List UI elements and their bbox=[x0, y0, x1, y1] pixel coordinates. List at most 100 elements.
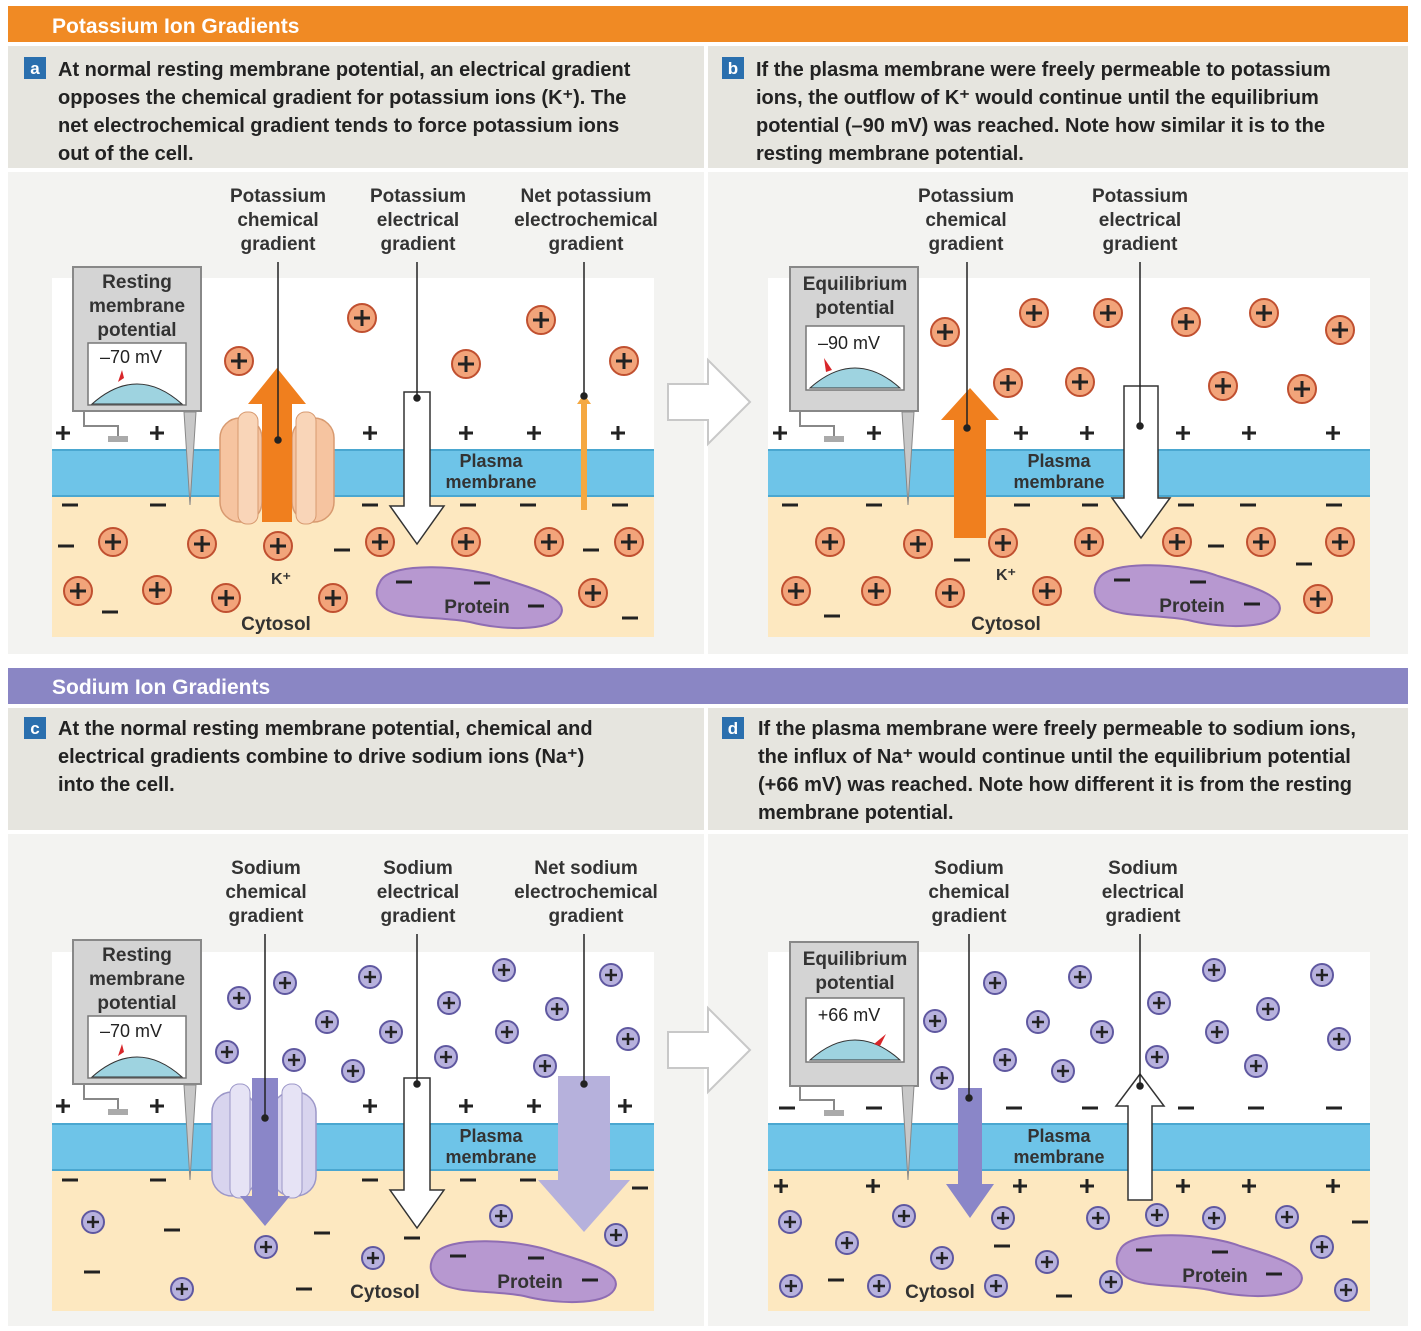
cytosol-label-b: Cytosol bbox=[971, 614, 1041, 635]
svg-text:electrochemical: electrochemical bbox=[514, 210, 658, 231]
sodium-header-title: Sodium Ion Gradients bbox=[52, 676, 270, 699]
svg-text:(+66 mV) was reached. Note how: (+66 mV) was reached. Note how different… bbox=[758, 774, 1352, 796]
svg-text:net electrochemical gradient t: net electrochemical gradient tends to fo… bbox=[58, 115, 619, 137]
potassium-chemical-gradient-arrow-a bbox=[248, 368, 306, 522]
svg-text:potential (–90 mV) was reached: potential (–90 mV) was reached. Note how… bbox=[756, 115, 1325, 137]
panel-letter-c: c bbox=[24, 717, 46, 739]
svg-text:out of the cell.: out of the cell. bbox=[58, 143, 194, 165]
svg-text:Sodium: Sodium bbox=[383, 858, 453, 879]
membrane-charges-d bbox=[774, 1106, 1368, 1298]
transition-arrow-ab bbox=[667, 357, 752, 447]
svg-text:c: c bbox=[30, 719, 39, 738]
meter-value-a: –70 mV bbox=[100, 347, 162, 367]
svg-text:Sodium: Sodium bbox=[1108, 858, 1178, 879]
membrane-label-c-2: membrane bbox=[445, 1147, 536, 1167]
svg-text:electrical: electrical bbox=[1099, 210, 1181, 231]
sodium-chemical-gradient-arrow-c bbox=[240, 1078, 290, 1226]
membrane-label-a-2: membrane bbox=[445, 472, 536, 492]
membrane-label-b: Plasma bbox=[1027, 451, 1091, 471]
svg-text:gradient: gradient bbox=[549, 234, 625, 255]
svg-text:ions, the outflow of K⁺ would: ions, the outflow of K⁺ would continue u… bbox=[756, 87, 1319, 109]
svg-text:electrical: electrical bbox=[1102, 882, 1184, 903]
arrow-labels-c: Sodium chemical gradient Sodium electric… bbox=[225, 858, 657, 927]
svg-text:a: a bbox=[30, 59, 40, 78]
panel-a-diagram: Potassium chemical gradient Potassium el… bbox=[52, 186, 658, 637]
caption-a-bg bbox=[8, 46, 704, 168]
membrane-charges-c bbox=[56, 1099, 648, 1291]
panel-letter-b: b bbox=[722, 57, 744, 79]
sodium-channel-c bbox=[211, 1083, 317, 1199]
k-ion-label-a: K⁺ bbox=[271, 571, 291, 588]
cytosol-a bbox=[52, 497, 654, 637]
membrane-label-d-2: membrane bbox=[1013, 1147, 1104, 1167]
svg-text:opposes the chemical gradient: opposes the chemical gradient for potass… bbox=[58, 87, 626, 109]
svg-text:potential: potential bbox=[815, 973, 894, 994]
caption-d-bg bbox=[708, 708, 1408, 830]
net-sodium-gradient-arrow-c bbox=[538, 1076, 630, 1232]
svg-text:Protein: Protein bbox=[1159, 596, 1224, 617]
svg-text:resting membrane potential.: resting membrane potential. bbox=[756, 143, 1024, 165]
svg-text:chemical: chemical bbox=[237, 210, 318, 231]
membrane-label-a: Plasma bbox=[459, 451, 523, 471]
sodium-ions-d bbox=[778, 958, 1358, 1302]
cytosol-label-c: Cytosol bbox=[350, 1282, 420, 1303]
membrane-charges-b bbox=[773, 426, 1342, 618]
svg-text:membrane: membrane bbox=[89, 969, 185, 990]
svg-text:Potassium: Potassium bbox=[918, 186, 1014, 207]
svg-text:gradient: gradient bbox=[229, 906, 305, 927]
svg-text:membrane: membrane bbox=[89, 296, 185, 317]
caption-b-bg bbox=[708, 46, 1408, 168]
sodium-header-bar bbox=[8, 668, 1408, 704]
caption-d-text: If the plasma membrane were freely perme… bbox=[758, 718, 1356, 824]
svg-text:electrical: electrical bbox=[377, 882, 459, 903]
plasma-membrane-c bbox=[52, 1124, 654, 1170]
svg-text:potential: potential bbox=[97, 320, 176, 341]
svg-text:Sodium: Sodium bbox=[231, 858, 301, 879]
cytosol-label-d: Cytosol bbox=[905, 1282, 975, 1303]
arrow-labels-b: Potassium chemical gradient Potassium el… bbox=[918, 186, 1188, 255]
svg-text:Potassium: Potassium bbox=[370, 186, 466, 207]
svg-text:If the plasma membrane were fr: If the plasma membrane were freely perme… bbox=[758, 718, 1356, 740]
arrow-labels-a: Potassium chemical gradient Potassium el… bbox=[230, 186, 658, 255]
protein-b: Protein bbox=[1093, 564, 1281, 627]
svg-text:Protein: Protein bbox=[1182, 1266, 1247, 1287]
svg-text:gradient: gradient bbox=[381, 906, 457, 927]
svg-text:Resting: Resting bbox=[102, 945, 172, 966]
svg-text:Equilibrium: Equilibrium bbox=[803, 949, 908, 970]
svg-text:b: b bbox=[728, 59, 738, 78]
potassium-channel-a bbox=[219, 411, 335, 525]
transition-arrow-cd bbox=[667, 1005, 752, 1095]
svg-text:At the normal resting membrane: At the normal resting membrane potential… bbox=[58, 718, 593, 740]
svg-text:gradient: gradient bbox=[929, 234, 1005, 255]
svg-text:electrical: electrical bbox=[377, 210, 459, 231]
panel-letter-a: a bbox=[24, 57, 46, 79]
svg-text:Net potassium: Net potassium bbox=[521, 186, 652, 207]
resting-potential-meter-a: Resting membrane potential –70 mV bbox=[72, 266, 202, 506]
sodium-ions-c bbox=[81, 958, 640, 1301]
potassium-chemical-gradient-arrow-b bbox=[941, 388, 999, 538]
panel-c-diagram: Sodium chemical gradient Sodium electric… bbox=[52, 858, 658, 1311]
net-potassium-gradient-arrow-a bbox=[577, 394, 591, 510]
sodium-electrical-gradient-arrow-d bbox=[1114, 1072, 1166, 1201]
cytosol-b bbox=[768, 497, 1370, 637]
plasma-membrane-a bbox=[52, 450, 654, 496]
k-ion-label-b: K⁺ bbox=[996, 567, 1016, 584]
svg-text:chemical: chemical bbox=[925, 210, 1006, 231]
arrow-labels-d: Sodium chemical gradient Sodium electric… bbox=[928, 858, 1184, 927]
panel-d-diagram: Sodium chemical gradient Sodium electric… bbox=[768, 858, 1370, 1311]
svg-text:gradient: gradient bbox=[549, 906, 625, 927]
meter-value-c: –70 mV bbox=[100, 1021, 162, 1041]
svg-text:the influx of Na⁺ would contin: the influx of Na⁺ would continue until t… bbox=[758, 746, 1351, 768]
caption-a-text: At normal resting membrane potential, an… bbox=[58, 59, 631, 165]
svg-text:chemical: chemical bbox=[225, 882, 306, 903]
svg-text:Sodium: Sodium bbox=[934, 858, 1004, 879]
sodium-electrical-gradient-arrow-c bbox=[388, 1077, 446, 1230]
membrane-label-d: Plasma bbox=[1027, 1126, 1091, 1146]
meter-value-b: –90 mV bbox=[818, 333, 880, 353]
resting-potential-meter-c: Resting membrane potential –70 mV bbox=[72, 939, 202, 1181]
caption-b-text: If the plasma membrane were freely perme… bbox=[756, 59, 1331, 165]
plasma-membrane-b bbox=[768, 450, 1370, 496]
potassium-header-title: Potassium Ion Gradients bbox=[52, 15, 299, 38]
panel-letter-d: d bbox=[722, 717, 744, 739]
